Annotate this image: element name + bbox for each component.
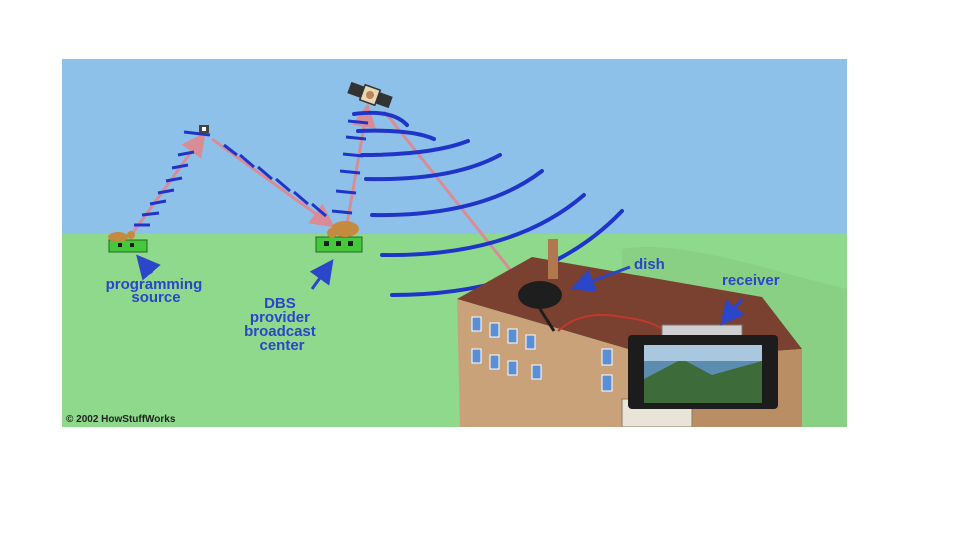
dish-label: dish (634, 256, 665, 273)
programming-source-line-2: source (131, 289, 180, 306)
relay-satellite-icon (199, 125, 209, 133)
dbs-diagram: programming source DBS provider broadcas… (62, 59, 847, 427)
receiver-and-tv (628, 325, 778, 409)
receiver-label: receiver (722, 272, 780, 289)
dbs-center-line-4: center (259, 337, 304, 354)
copyright-notice: © 2002 HowStuffWorks (66, 414, 176, 425)
diagram-canvas: programming source DBS provider broadcas… (62, 59, 847, 427)
